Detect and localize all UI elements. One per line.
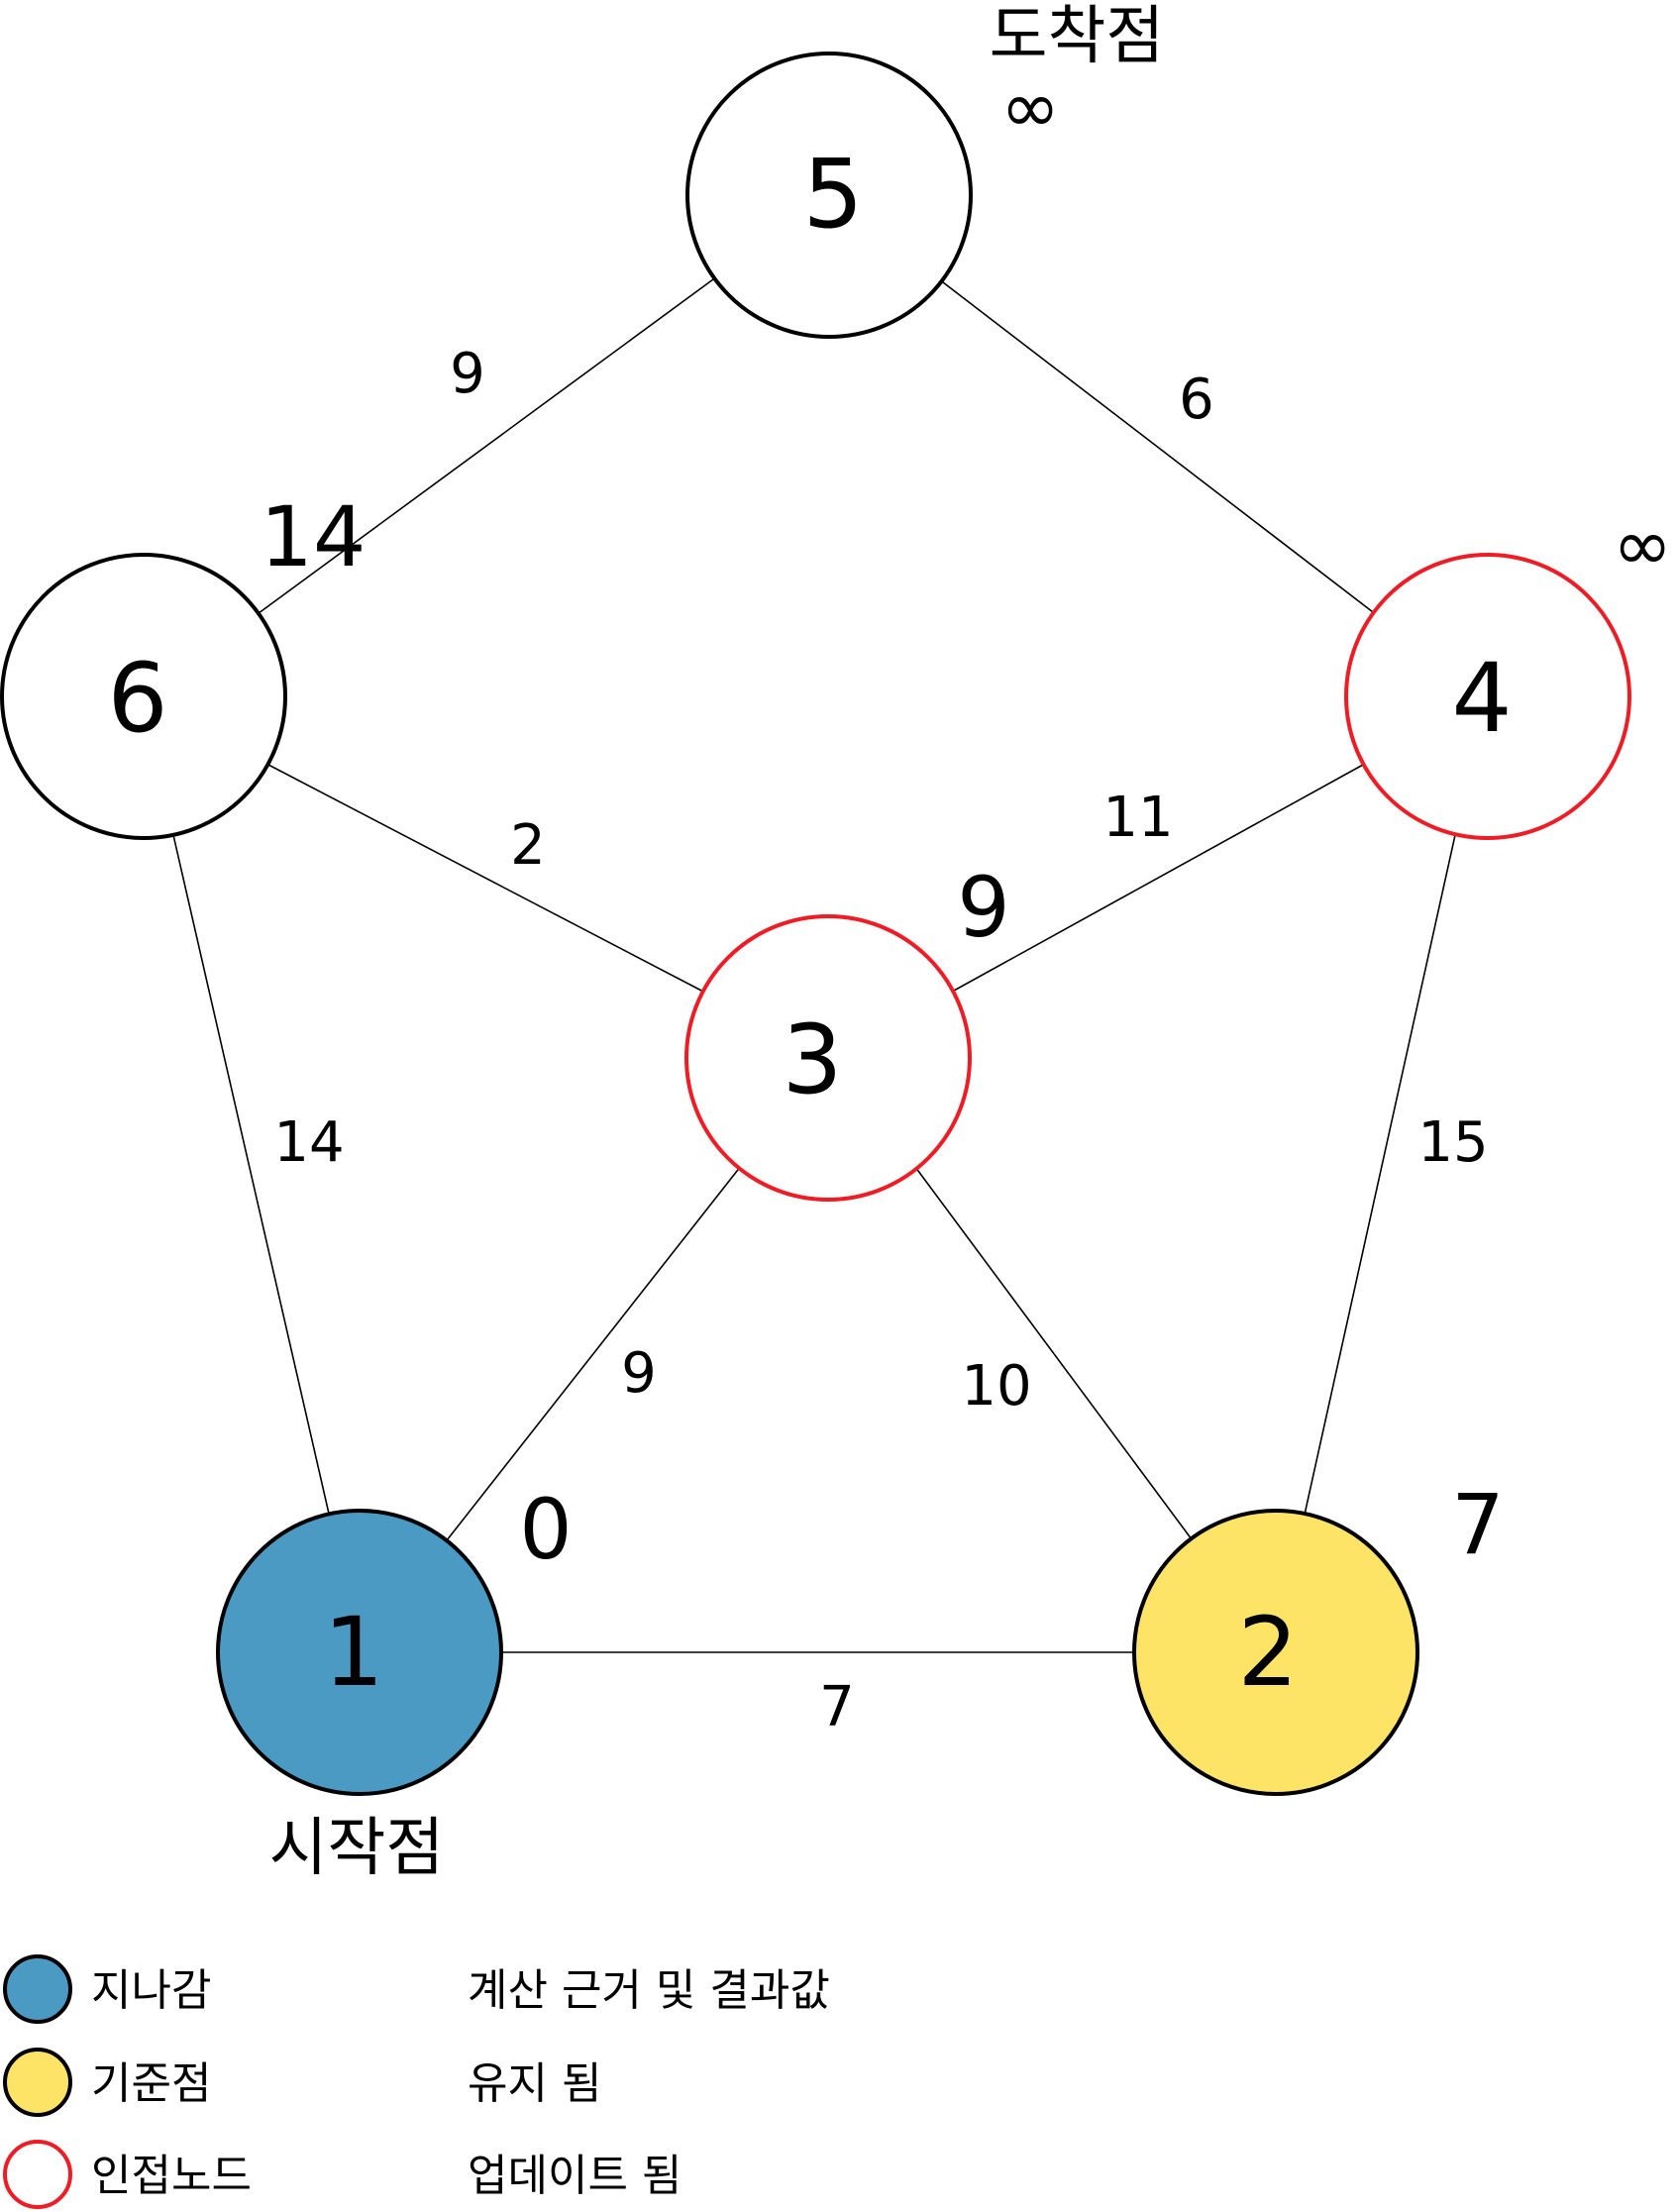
node-4-label: 4 [1451,643,1512,754]
node-1: 1 [216,1509,503,1796]
node-6-label: 6 [107,643,167,754]
legend-adjacent-swatch [3,2140,72,2209]
distance-node-1: 0 [519,1481,572,1578]
node-2: 2 [1132,1509,1419,1796]
edges [172,278,1456,1653]
distance-node-4: ∞ [1613,503,1672,586]
node-2-circle [1132,1509,1419,1796]
weight-3-4: 11 [1102,786,1173,850]
legend-visited-swatch [3,1954,72,2024]
legend-kept-label: 유지 됨 [468,2058,601,2109]
distance-node-5: ∞ [1000,65,1060,149]
edge-3-6 [267,764,706,994]
node-5-label: 5 [802,139,863,250]
weight-4-5: 6 [1179,368,1214,432]
edge-weights: 7 9 14 10 15 11 2 6 9 [273,342,1488,1739]
node-1-circle [216,1509,503,1796]
distance-node-2: 7 [1451,1476,1504,1573]
node-4: 4 [1344,553,1631,840]
node-3: 3 [684,914,972,1202]
weight-3-6: 2 [510,813,546,878]
edge-3-4 [953,764,1364,992]
legend-adjacent-label: 인접노드 [91,2151,252,2201]
legend-visited-label: 지나감 [91,1965,211,2016]
distance-node-3: 9 [957,859,1009,956]
start-caption: 시작점 [269,1812,445,1885]
nodes: 1 2 3 4 5 6 [0,52,1631,1796]
node-2-label: 2 [1237,1597,1298,1708]
node-1-label: 1 [323,1597,383,1708]
legend-calc-label: 계산 근거 및 결과값 [468,1965,830,2016]
distance-node-6: 14 [261,488,367,585]
node-4-circle [1344,553,1631,840]
weight-1-2: 7 [819,1675,855,1739]
legend-updated-label: 업데이트 됨 [468,2151,681,2201]
weight-5-6: 9 [450,342,485,406]
weight-2-4: 15 [1417,1110,1488,1175]
edge-2-3 [914,1166,1196,1544]
edge-5-6 [254,278,714,617]
node-3-circle [684,914,972,1202]
node-6-circle [0,553,287,840]
legend-reference-label: 기준점 [91,2058,211,2109]
weight-1-3: 9 [621,1341,657,1406]
edge-4-5 [942,281,1378,616]
node-5-circle [685,52,973,339]
weight-1-6: 14 [273,1110,344,1175]
end-caption: 도착점 [990,0,1165,73]
legend: 지나감 기준점 인접노드 계산 근거 및 결과값 유지 됨 업데이트 됨 [3,1954,830,2209]
distance-labels: 0 7 9 ∞ ∞ 14 [261,65,1672,1578]
legend-reference-swatch [3,2048,72,2117]
weight-2-3: 10 [961,1354,1031,1419]
edge-1-3 [446,1165,742,1541]
edge-1-6 [172,834,330,1515]
node-6: 6 [0,553,287,840]
node-5: 5 [685,52,973,339]
node-3-label: 3 [782,1004,842,1115]
edge-2-4 [1304,834,1456,1516]
